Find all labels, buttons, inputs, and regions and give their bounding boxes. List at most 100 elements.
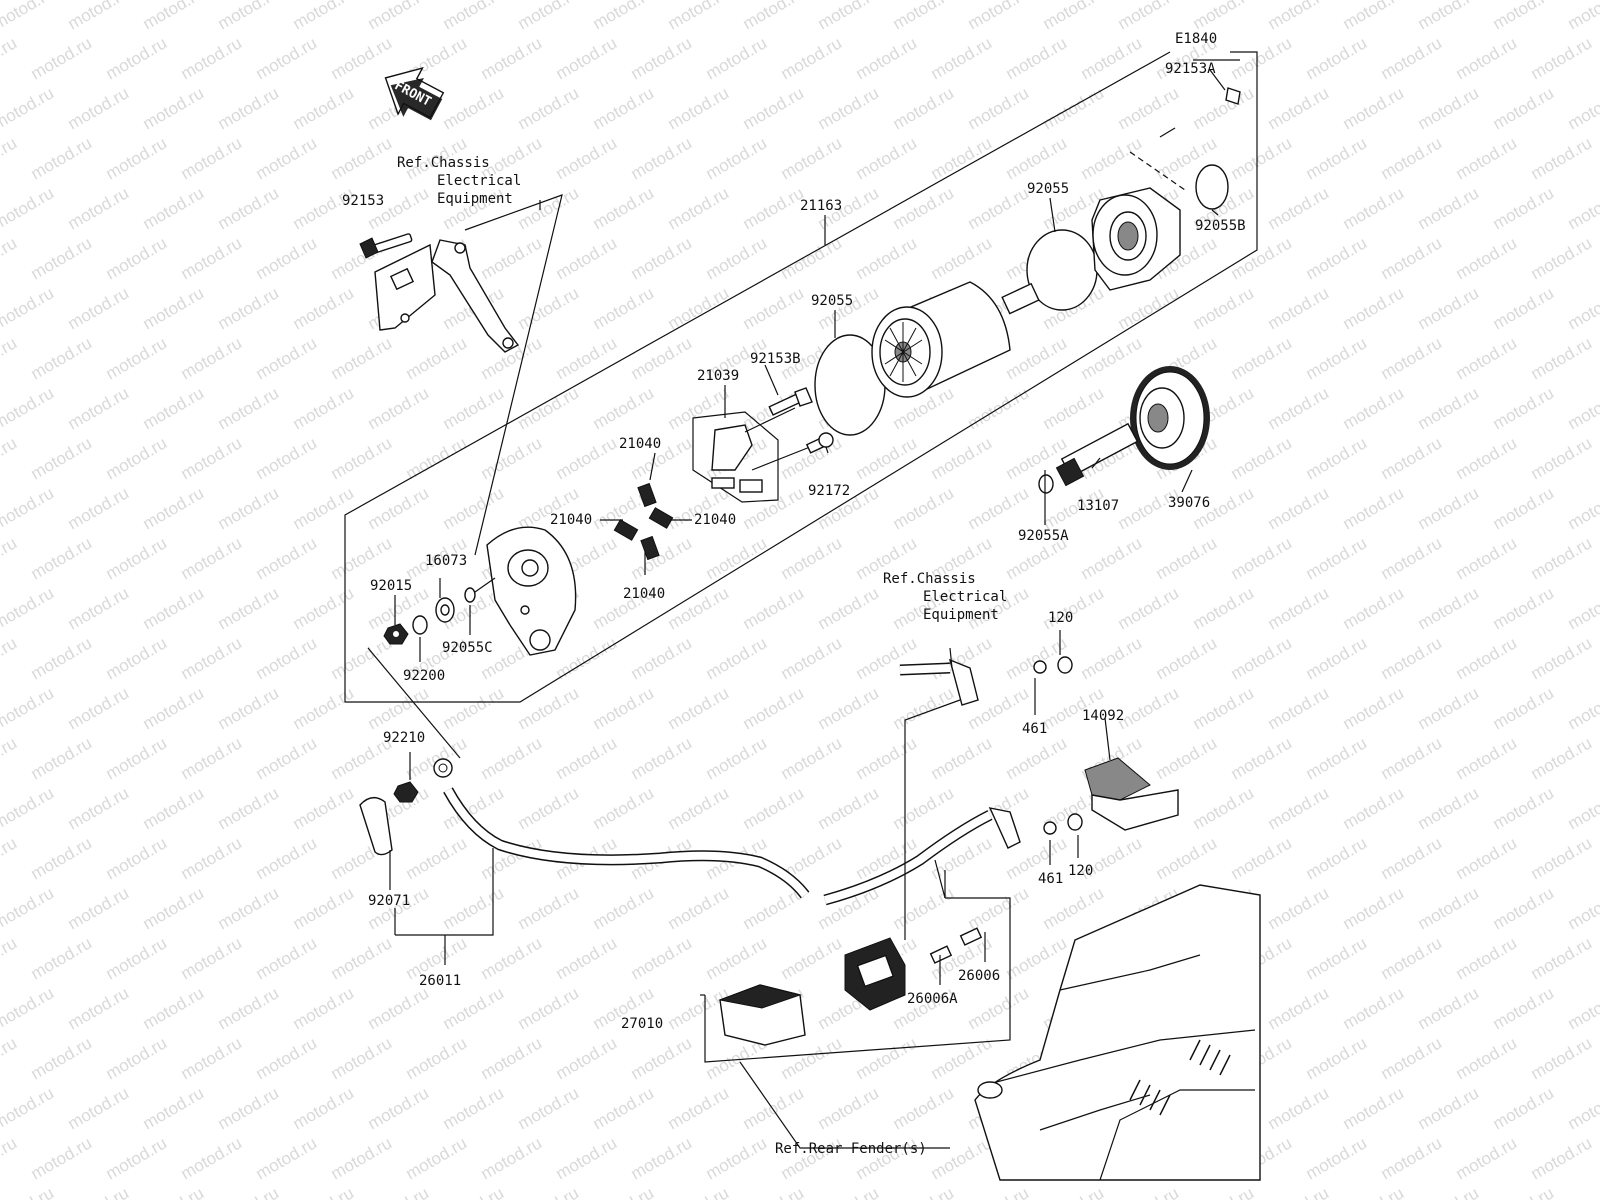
watermark-text: motod.ru — [65, 83, 133, 133]
watermark-text: motod.ru — [665, 883, 733, 933]
watermark-text: motod.ru — [965, 0, 1033, 33]
watermark-text: motod.ru — [0, 1183, 57, 1200]
watermark-text: motod.ru — [1415, 683, 1483, 733]
part-21040-top: 21040 — [619, 436, 661, 452]
watermark-text: motod.ru — [1265, 983, 1333, 1033]
watermark-text: motod.ru — [740, 683, 808, 733]
watermark-text: motod.ru — [253, 1033, 321, 1083]
watermark-text: motod.ru — [0, 683, 57, 733]
watermark-text: motod.ru — [178, 233, 246, 283]
starter-relay — [718, 927, 983, 1046]
watermark-text: motod.ru — [703, 933, 771, 983]
watermark-text: motod.ru — [1190, 783, 1258, 833]
watermark-text: motod.ru — [328, 1133, 396, 1183]
watermark-text: motod.ru — [140, 783, 208, 833]
watermark-text: motod.ru — [478, 933, 546, 983]
watermark-text: motod.ru — [140, 683, 208, 733]
watermark-text: motod.ru — [778, 133, 846, 183]
assembly-bracket-lines — [344, 51, 1258, 1149]
watermark-text: motod.ru — [1453, 333, 1521, 383]
watermark-text: motod.ru — [1228, 233, 1296, 283]
watermark-text: motod.ru — [1415, 183, 1483, 233]
watermark-text: motod.ru — [590, 683, 658, 733]
watermark-text: motod.ru — [103, 333, 171, 383]
watermark-text: motod.ru — [1078, 133, 1146, 183]
watermark-text: motod.ru — [0, 1133, 20, 1183]
long-bolt — [1129, 87, 1241, 191]
watermark-text: motod.ru — [1190, 283, 1258, 333]
watermark-text: motod.ru — [65, 483, 133, 533]
watermark-text: motod.ru — [0, 33, 20, 83]
watermark-text: motod.ru — [440, 1083, 508, 1133]
watermark-text: motod.ru — [703, 733, 771, 783]
watermark-text: motod.ru — [1340, 1183, 1408, 1200]
watermark-text: motod.ru — [178, 133, 246, 183]
rear-fender-frame — [974, 884, 1261, 1181]
watermark-text: motod.ru — [0, 983, 57, 1033]
watermark-text: motod.ru — [65, 1083, 133, 1133]
watermark-text: motod.ru — [1528, 33, 1596, 83]
watermark-text: motod.ru — [1115, 83, 1183, 133]
watermark-text: motod.ru — [1490, 983, 1558, 1033]
watermark-text: motod.ru — [665, 1083, 733, 1133]
watermark-text: motod.ru — [1265, 1183, 1333, 1200]
watermark-text: motod.ru — [665, 283, 733, 333]
watermark-text: motod.ru — [0, 883, 57, 933]
watermark-text: motod.ru — [253, 633, 321, 683]
watermark-text: motod.ru — [253, 233, 321, 283]
watermark-text: motod.ru — [740, 0, 808, 33]
watermark-text: motod.ru — [215, 683, 283, 733]
watermark-text: motod.ru — [178, 1133, 246, 1183]
watermark-text: motod.ru — [815, 83, 883, 133]
watermark-text: motod.ru — [1490, 583, 1558, 633]
watermark-text: motod.ru — [665, 0, 733, 33]
watermark-text: motod.ru — [28, 733, 96, 783]
watermark-text: motod.ru — [140, 283, 208, 333]
watermark-text: motod.ru — [965, 883, 1033, 933]
starter-gear — [1038, 366, 1210, 494]
watermark-text: motod.ru — [703, 633, 771, 683]
watermark-text: motod.ru — [1528, 233, 1596, 283]
watermark-text: motod.ru — [0, 133, 20, 183]
watermark-text: motod.ru — [590, 883, 658, 933]
watermark-text: motod.ru — [590, 1183, 658, 1200]
watermark-text: motod.ru — [215, 583, 283, 633]
watermark-text: motod.ru — [1003, 433, 1071, 483]
watermark-text: motod.ru — [1378, 1133, 1446, 1183]
part-92055-top: 92055 — [1027, 181, 1069, 197]
watermark-text: motod.ru — [215, 883, 283, 933]
watermark-text: motod.ru — [0, 933, 20, 983]
watermark-text: motod.ru — [1528, 833, 1596, 883]
watermark-text: motod.ru — [1490, 283, 1558, 333]
watermark-text: motod.ru — [28, 333, 96, 383]
watermark-text: motod.ru — [1303, 133, 1371, 183]
watermark-text: motod.ru — [0, 333, 20, 383]
part-92200: 92200 — [403, 668, 445, 684]
watermark-text: motod.ru — [1490, 883, 1558, 933]
watermark-text: motod.ru — [778, 433, 846, 483]
watermark-text: motod.ru — [778, 633, 846, 683]
watermark-text: motod.ru — [928, 733, 996, 783]
watermark-text: motod.ru — [28, 133, 96, 183]
watermark-text: motod.ru — [590, 783, 658, 833]
part-92055A: 92055A — [1018, 528, 1069, 544]
watermark-text: motod.ru — [1415, 983, 1483, 1033]
part-39076: 39076 — [1168, 495, 1210, 511]
watermark-text: motod.ru — [1415, 483, 1483, 533]
ref-chassis-1-line3: Equipment — [437, 191, 513, 207]
watermark-text: motod.ru — [1228, 133, 1296, 183]
watermark-text: motod.ru — [1115, 583, 1183, 633]
watermark-text: motod.ru — [515, 883, 583, 933]
watermark-text: motod.ru — [1340, 283, 1408, 333]
o-ring-92055B — [1195, 164, 1229, 210]
watermark-text: motod.ru — [1453, 533, 1521, 583]
watermark-text: motod.ru — [1340, 0, 1408, 33]
watermark-text: motod.ru — [740, 183, 808, 233]
watermark-text: motod.ru — [103, 1033, 171, 1083]
watermark-text: motod.ru — [1378, 1033, 1446, 1083]
watermark-text: motod.ru — [65, 883, 133, 933]
watermark-text: motod.ru — [590, 283, 658, 333]
watermark-text: motod.ru — [740, 83, 808, 133]
watermark-text: motod.ru — [1340, 883, 1408, 933]
watermark-text: motod.ru — [328, 33, 396, 83]
